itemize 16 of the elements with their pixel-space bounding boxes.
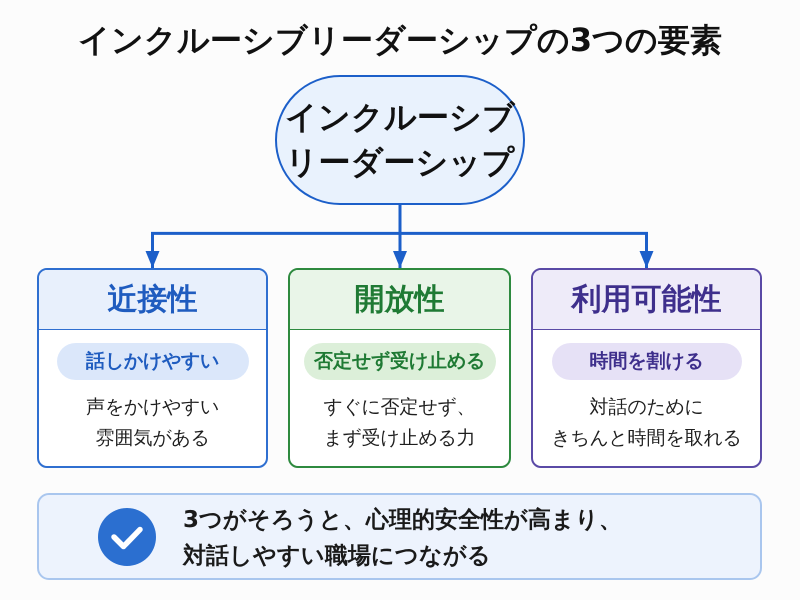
summary-box bbox=[37, 493, 762, 580]
keyword-pill: 時間を割ける bbox=[552, 343, 742, 380]
category-card bbox=[288, 268, 511, 468]
description-text: すぐに否定せず、まず受け止める力 bbox=[324, 395, 476, 451]
keyword-pill: 否定せず受け止める bbox=[304, 343, 496, 380]
summary-text: 3つがそろうと、心理的安全性が高まり、対話しやすい職場につながる bbox=[183, 506, 622, 571]
description-text: 声をかけやすい雰囲気がある bbox=[86, 395, 219, 451]
card-heading: 近接性 bbox=[39, 270, 266, 330]
topic-box: インクルーシブリーダーシップ bbox=[275, 75, 525, 205]
card-heading: 利用可能性 bbox=[533, 270, 760, 330]
category-card bbox=[531, 268, 762, 468]
category-card bbox=[37, 268, 268, 468]
title: インクルーシブリーダーシップの3つの要素 bbox=[78, 20, 722, 61]
description-text: 対話のためにきちんと時間を取れる bbox=[552, 395, 742, 451]
keyword-pill: 話しかけやすい bbox=[56, 343, 248, 380]
card-heading: 開放性 bbox=[290, 270, 509, 330]
